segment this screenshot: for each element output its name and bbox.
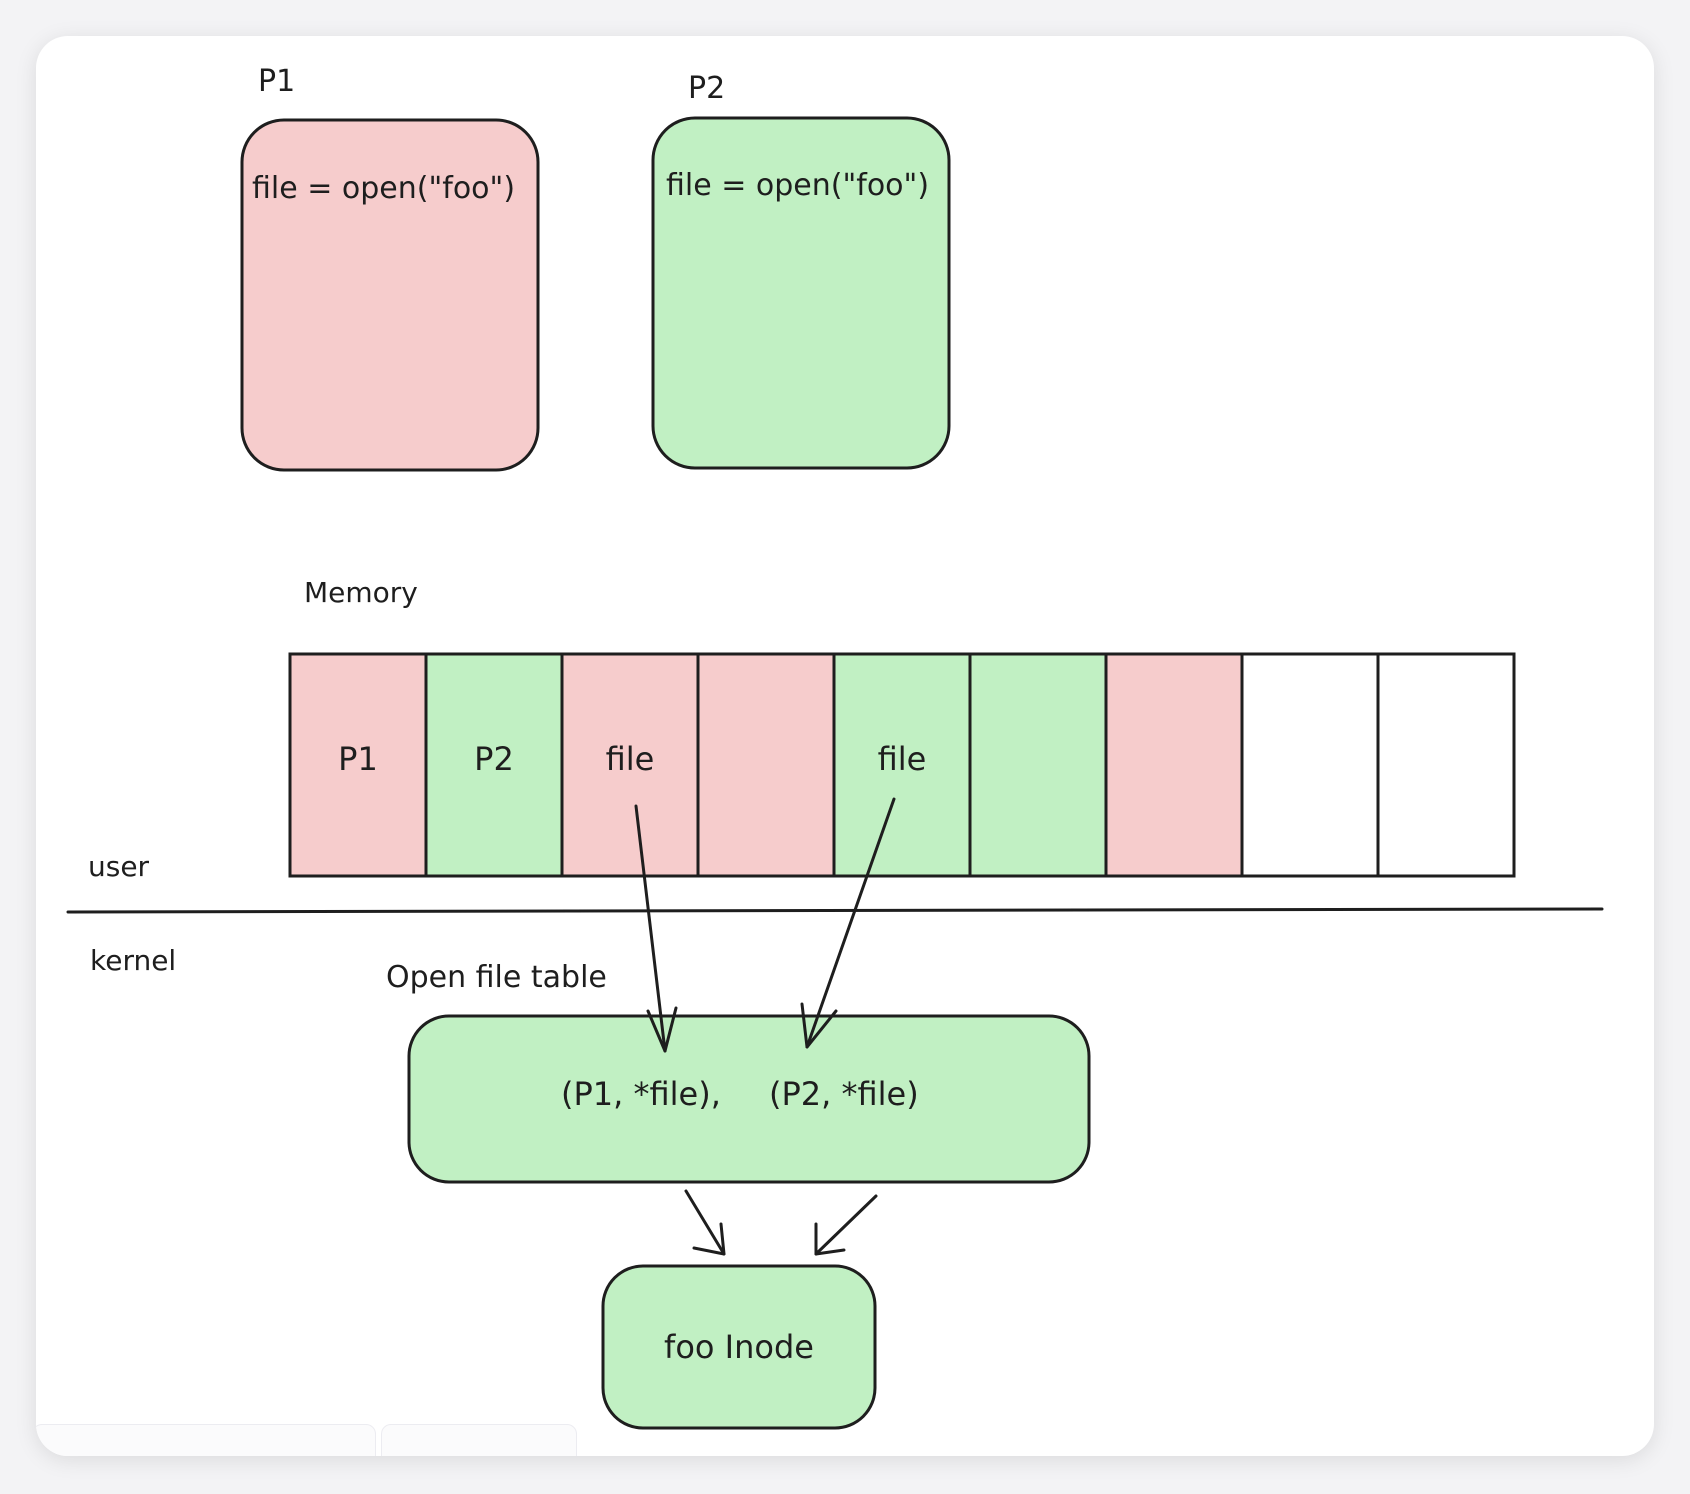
open-file-table-box[interactable] [407,1014,1091,1184]
memory-cell-8[interactable] [1240,652,1380,878]
open-file-table-entry-p1: (P1, *file), [561,1075,721,1113]
process-p1-code: file = open("foo") [252,171,515,206]
arrow-table-to-inode-left [684,1189,726,1256]
memory-cell-9[interactable] [1376,652,1516,878]
memory-cell-6[interactable] [968,652,1108,878]
memory-cell-3-label: file [606,740,655,778]
memory-cell-5-label: file [878,740,927,778]
memory-title: Memory [304,576,418,609]
process-p2-box[interactable] [651,116,951,470]
open-file-table-title: Open file table [386,960,607,995]
bottom-tab-placeholder-1 [36,1424,376,1456]
memory-cell-7[interactable] [1104,652,1244,878]
user-kernel-divider [66,907,1604,914]
process-p2-title: P2 [688,71,725,106]
memory-cell-1-label: P1 [338,740,378,778]
diagram-card: P1 file = open("foo") P2 file = open("fo… [36,36,1654,1456]
memory-strip: P1 P2 file file [288,652,1516,878]
memory-cell-5[interactable] [832,652,972,878]
bottom-tab-placeholder-2 [381,1424,577,1456]
memory-cell-2-label: P2 [474,740,514,778]
process-p2-code: file = open("foo") [666,168,929,203]
diagram-canvas: P1 file = open("foo") P2 file = open("fo… [66,64,1604,1430]
inode-box[interactable] [601,1264,877,1430]
process-p1-box[interactable] [240,118,540,472]
memory-cell-1[interactable] [288,652,428,878]
user-region-label: user [88,850,150,883]
kernel-region-label: kernel [90,944,176,977]
inode-label: foo Inode [664,1328,814,1366]
memory-cell-4[interactable] [696,652,836,878]
arrow-p2-file-to-table [800,797,896,1049]
arrow-p1-file-to-table [634,804,678,1053]
open-file-table-entry-p2: (P2, *file) [769,1075,919,1113]
process-p1-title: P1 [258,64,295,99]
arrow-table-to-inode-right [814,1194,878,1256]
